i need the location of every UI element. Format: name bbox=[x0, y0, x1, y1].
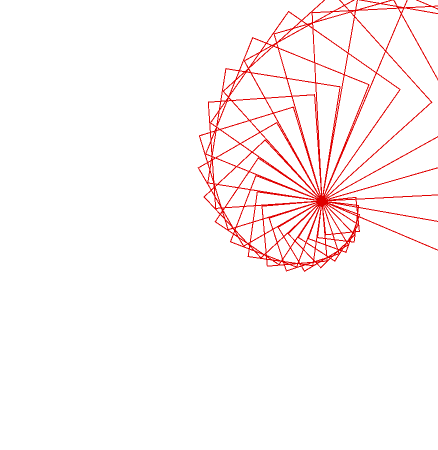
spiral-square bbox=[247, 191, 323, 267]
spiral-square bbox=[197, 121, 323, 247]
spiral-square bbox=[277, 200, 349, 272]
spiral-square bbox=[205, 37, 370, 202]
spiral-square bbox=[287, 200, 356, 269]
spiral-square bbox=[209, 10, 401, 202]
spiral-square bbox=[198, 106, 323, 231]
spiral-square bbox=[268, 200, 340, 272]
spiral-square bbox=[207, 68, 341, 202]
spiral-square bbox=[222, 0, 433, 202]
spiral-square bbox=[203, 139, 323, 259]
spiral-square bbox=[214, 157, 323, 266]
spiral-square bbox=[321, 0, 438, 251]
spiral-square bbox=[207, 94, 323, 209]
spiral-square bbox=[261, 200, 328, 267]
spiral-square bbox=[273, 0, 438, 202]
spiral-square bbox=[311, 5, 438, 202]
spiral-square bbox=[243, 0, 438, 202]
spiral-square bbox=[229, 174, 323, 268]
pivot-point bbox=[319, 198, 325, 204]
spiral-square bbox=[321, 0, 438, 222]
